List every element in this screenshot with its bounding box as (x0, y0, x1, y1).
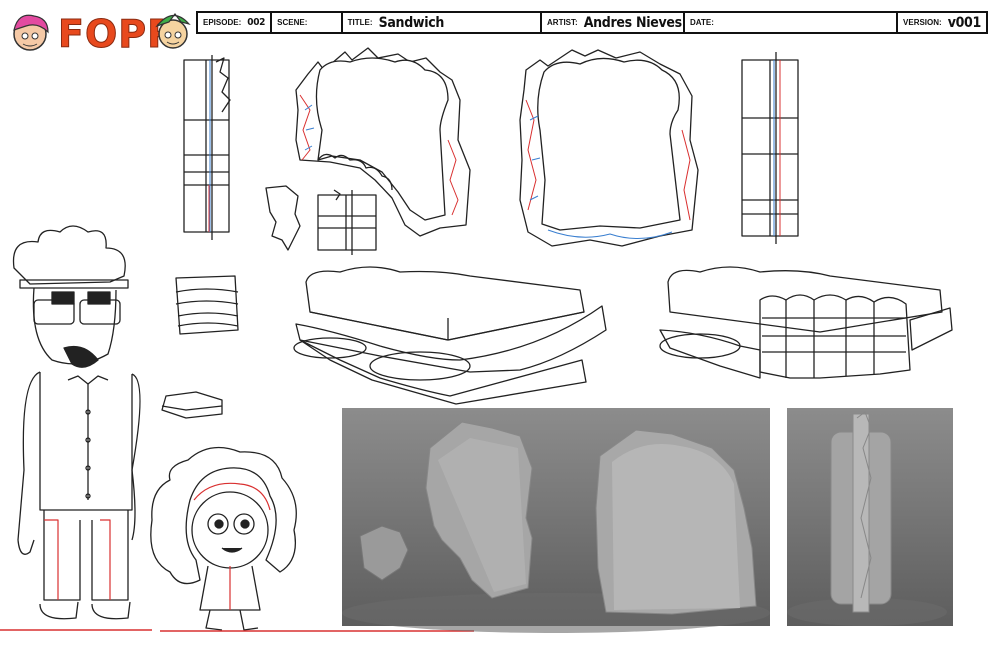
character-head-icon-right (155, 13, 191, 49)
sandwich-front-view-full (519, 49, 699, 247)
character-head-icon-left (13, 14, 49, 51)
date-cell: DATE: (685, 13, 899, 32)
render-3d-side-shapes (787, 411, 947, 626)
sandwich-three-quarter-bitten (659, 266, 953, 379)
sandwich-side-view-left (183, 55, 231, 240)
artist-label: ARTIST: (547, 18, 578, 27)
title-value: Sandwich (378, 14, 445, 31)
version-label: VERSION: (903, 18, 942, 27)
render-3d-front (342, 408, 770, 633)
character-curly-girl (150, 446, 297, 631)
sandwich-small-stack (175, 275, 239, 335)
sandwich-side-view-right (741, 52, 799, 244)
render-3d-side (787, 408, 953, 626)
title-label: TITLE: (347, 18, 373, 27)
artist-value: Andres Nieves (583, 14, 682, 31)
show-logo: FOPR (8, 8, 193, 57)
episode-value: 002 (247, 17, 266, 28)
date-label: DATE: (690, 18, 714, 27)
logo-text: FOPR (57, 12, 178, 57)
episode-label: EPISODE: (203, 18, 242, 27)
character-tall-man (12, 225, 141, 620)
episode-cell: EPISODE: 002 (198, 13, 273, 32)
version-cell: VERSION: v001 (898, 13, 986, 32)
scene-label: SCENE: (277, 18, 308, 27)
render-3d-front-shapes (342, 421, 770, 633)
title-cell: TITLE: Sandwich (343, 13, 543, 32)
sandwich-three-quarter-full (293, 266, 607, 405)
version-value: v001 (947, 14, 982, 31)
artist-cell: ARTIST: Andres Nieves (542, 13, 686, 32)
sandwich-tiny-sketch (161, 391, 223, 419)
scene-cell: SCENE: (272, 13, 343, 32)
title-block: EPISODE: 002 SCENE: TITLE: Sandwich ARTI… (196, 11, 988, 34)
sandwich-front-view-bitten (295, 47, 471, 237)
sandwich-bite-pieces (265, 185, 377, 255)
